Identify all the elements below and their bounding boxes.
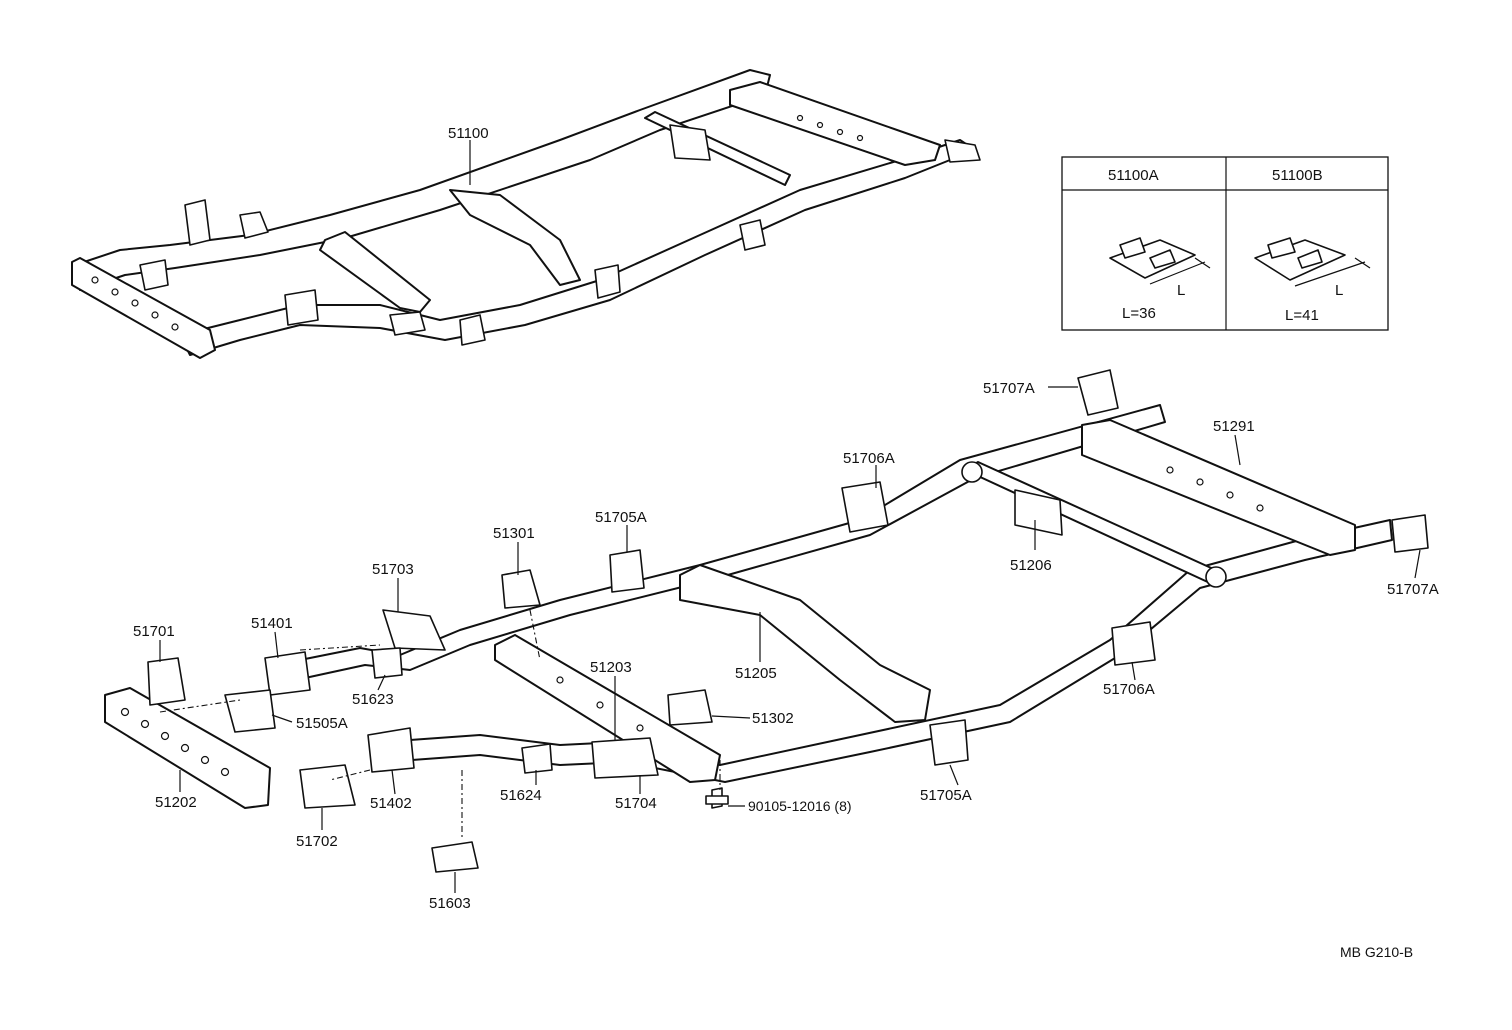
callout-51203: 51203 xyxy=(590,659,632,676)
part-51624 xyxy=(521,743,553,774)
callout-51302: 51302 xyxy=(752,710,794,727)
callout-51623: 51623 xyxy=(352,691,394,708)
part-51706A-right xyxy=(1111,621,1156,666)
callout-51707A-right: 51707A xyxy=(1387,581,1439,598)
part-51701 xyxy=(147,657,186,706)
frame-exploded-view xyxy=(104,369,1429,873)
frame-assembly-51100 xyxy=(71,69,981,359)
inset-dim-b: L xyxy=(1335,282,1343,299)
part-51702 xyxy=(299,764,356,809)
part-51302 xyxy=(667,689,713,726)
part-51705A-top xyxy=(609,549,645,593)
part-51623 xyxy=(371,647,403,679)
part-51291 xyxy=(1081,419,1356,556)
part-51705A-bottom xyxy=(929,719,969,766)
part-51401 xyxy=(264,651,311,696)
callout-51401: 51401 xyxy=(251,615,293,632)
part-51707A-right xyxy=(1391,514,1429,553)
part-51707A-top xyxy=(1077,369,1119,416)
callout-51206: 51206 xyxy=(1010,557,1052,574)
part-51505A xyxy=(224,689,276,733)
inset-header-51100A: 51100A xyxy=(1108,167,1159,184)
callout-51705A-top: 51705A xyxy=(595,509,647,526)
part-51301 xyxy=(501,569,541,609)
callout-51202: 51202 xyxy=(155,794,197,811)
callout-51701: 51701 xyxy=(133,623,175,640)
callout-51707A-top: 51707A xyxy=(983,380,1035,397)
callout-51505A: 51505A xyxy=(296,715,348,732)
part-51402 xyxy=(367,727,415,773)
inset-value-51100B: L=41 xyxy=(1285,307,1319,324)
callout-51205: 51205 xyxy=(735,665,777,682)
callout-51705A-bottom: 51705A xyxy=(920,787,972,804)
callout-51704: 51704 xyxy=(615,795,657,812)
inset-header-51100B: 51100B xyxy=(1272,167,1323,184)
callout-51702: 51702 xyxy=(296,833,338,850)
callout-51603: 51603 xyxy=(429,895,471,912)
part-51703 xyxy=(382,609,446,651)
callout-51706A-top: 51706A xyxy=(843,450,895,467)
drawing-code: MB G210-B xyxy=(1340,944,1413,960)
inset-dim-a: L xyxy=(1177,282,1185,299)
callout-51301: 51301 xyxy=(493,525,535,542)
callout-51100: 51100 xyxy=(448,125,489,142)
inset-value-51100A: L=36 xyxy=(1122,305,1156,322)
callout-51402: 51402 xyxy=(370,795,412,812)
callout-51291: 51291 xyxy=(1213,418,1255,435)
callout-51706A-right: 51706A xyxy=(1103,681,1155,698)
callout-leaders xyxy=(159,386,1421,893)
part-51704 xyxy=(591,737,659,779)
part-51205 xyxy=(679,564,931,723)
part-51603 xyxy=(431,841,479,873)
callout-51703: 51703 xyxy=(372,561,414,578)
callout-51624: 51624 xyxy=(500,787,542,804)
variant-inset-table: 51100A 51100B L L=36 L L=41 xyxy=(1061,156,1389,331)
callout-90105-12016: 90105-12016 (8) xyxy=(748,798,852,814)
part-51706A-top xyxy=(841,481,889,533)
part-51203 xyxy=(494,634,721,783)
